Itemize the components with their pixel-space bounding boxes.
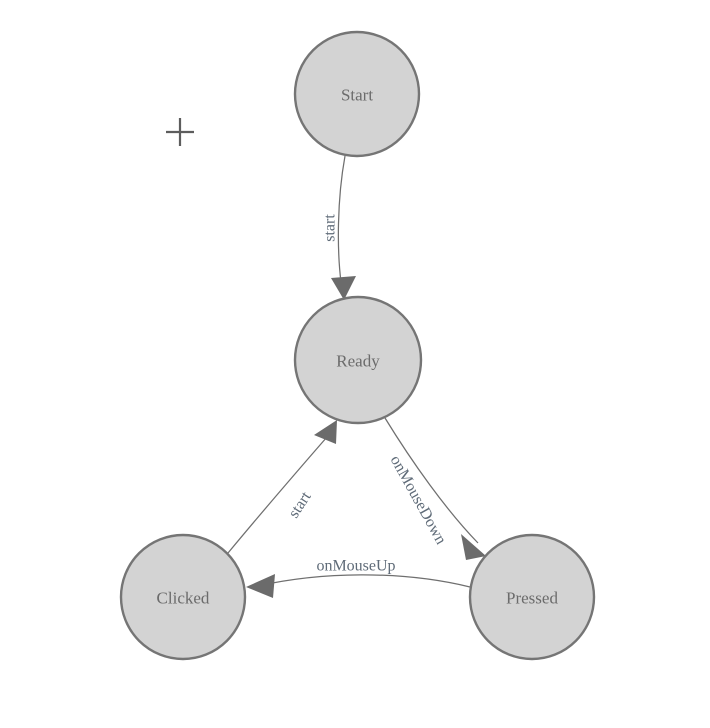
- edge-pressed-to-clicked[interactable]: onMouseUp: [246, 558, 471, 599]
- edge-start-to-ready[interactable]: start: [322, 155, 357, 300]
- crosshair-icon[interactable]: [166, 118, 194, 146]
- node-label-pressed: Pressed: [506, 589, 558, 608]
- edge-label-pressed-to-clicked: onMouseUp: [316, 558, 395, 575]
- arrow-head-icon: [461, 534, 486, 560]
- node-circle[interactable]: [119, 533, 247, 661]
- node-label-ready: Ready: [336, 352, 380, 371]
- node-pressed[interactable]: Pressed: [468, 533, 596, 661]
- edge-label-ready-to-pressed: onMouseDown: [387, 453, 450, 548]
- node-label-clicked: Clicked: [157, 589, 210, 608]
- edge-ready-to-pressed[interactable]: onMouseDown: [384, 417, 486, 560]
- edge-clicked-to-ready[interactable]: start: [227, 420, 337, 554]
- edge-label-clicked-to-ready: start: [285, 488, 315, 521]
- node-label-start: Start: [341, 86, 373, 105]
- node-circle[interactable]: [293, 295, 423, 425]
- arrow-head-icon: [246, 574, 275, 598]
- edge-line: [337, 155, 346, 283]
- node-circle[interactable]: [293, 30, 421, 158]
- edge-line: [384, 417, 479, 544]
- node-ready[interactable]: Ready: [293, 295, 423, 425]
- edge-line: [257, 574, 471, 588]
- arrow-head-icon: [314, 420, 337, 444]
- edge-line: [227, 436, 328, 554]
- node-clicked[interactable]: Clicked: [119, 533, 247, 661]
- arrow-head-icon: [331, 276, 356, 300]
- edge-label-start-to-ready: start: [322, 214, 339, 242]
- node-start[interactable]: Start: [293, 30, 421, 158]
- node-circle[interactable]: [468, 533, 596, 661]
